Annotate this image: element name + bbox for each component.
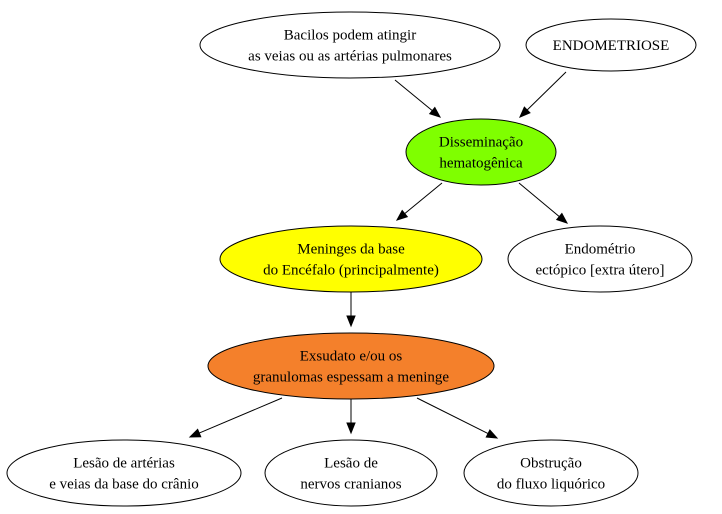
node-obstrucao: Obstrução do fluxo liquórico bbox=[463, 439, 639, 507]
edge-line bbox=[526, 71, 567, 111]
edge-exsudato-to-lesao-arterias bbox=[188, 397, 283, 438]
edge-exsudato-to-lesao-nervos bbox=[346, 399, 356, 435]
arrowhead-icon bbox=[485, 429, 499, 439]
node-bacilos: Bacilos podem atingir as veias ou as arté… bbox=[199, 11, 501, 79]
arrowhead-icon bbox=[428, 106, 442, 118]
node-label-line: e veias da base do crânio bbox=[49, 477, 199, 493]
nodes-layer: Bacilos podem atingir as veias ou as arté… bbox=[6, 11, 697, 507]
arrowhead-icon bbox=[188, 428, 202, 438]
node-label-line: do fluxo liquórico bbox=[497, 477, 605, 493]
node-ellipse bbox=[507, 225, 693, 293]
node-ellipse bbox=[6, 439, 242, 507]
node-label-line: granulomas espessam a meninge bbox=[253, 370, 450, 386]
node-label-line: Bacilos podem atingir bbox=[284, 28, 416, 44]
edge-disseminacao-to-endometrio bbox=[518, 182, 569, 224]
node-lesao-nervos: Lesão de nervos cranianos bbox=[264, 439, 438, 507]
node-ellipse bbox=[525, 18, 697, 72]
edges-layer bbox=[188, 71, 569, 439]
edge-line bbox=[394, 79, 433, 112]
arrowhead-icon bbox=[346, 315, 356, 328]
arrowhead-icon bbox=[555, 212, 569, 224]
edge-meninges-to-exsudato bbox=[346, 292, 356, 328]
node-endometriose: ENDOMETRIOSE bbox=[525, 18, 697, 72]
node-ellipse bbox=[207, 332, 495, 400]
node-ellipse bbox=[264, 439, 438, 507]
node-label-line: Exsudato e/ou os bbox=[300, 349, 403, 365]
arrowhead-icon bbox=[346, 422, 356, 435]
node-label-line: Endométrio bbox=[565, 242, 636, 258]
node-ellipse bbox=[463, 439, 639, 507]
edge-line bbox=[416, 397, 489, 434]
node-label-line: ENDOMETRIOSE bbox=[553, 38, 670, 54]
node-ellipse bbox=[405, 118, 557, 186]
node-label-line: ectópico [extra útero] bbox=[535, 263, 664, 279]
node-exsudato: Exsudato e/ou os granulomas espessam a me… bbox=[207, 332, 495, 400]
node-disseminacao: Disseminação hematogênica bbox=[405, 118, 557, 186]
node-label-line: Lesão de artérias bbox=[73, 456, 175, 472]
node-meninges: Meninges da base do Encéfalo (principalme… bbox=[219, 225, 483, 293]
edge-endometriose-to-disseminacao bbox=[519, 71, 567, 118]
edge-line bbox=[199, 397, 283, 434]
node-label-line: hematogênica bbox=[439, 156, 523, 172]
node-label-line: Disseminação bbox=[439, 135, 523, 151]
edge-bacilos-to-disseminacao bbox=[394, 79, 442, 118]
arrowhead-icon bbox=[519, 106, 531, 118]
node-label-line: Obstrução bbox=[520, 456, 582, 472]
node-label-line: as veias ou as artérias pulmonares bbox=[248, 49, 452, 65]
edge-disseminacao-to-meninges bbox=[395, 182, 443, 221]
node-label-line: do Encéfalo (principalmente) bbox=[263, 263, 439, 279]
node-endometrio: Endométrio ectópico [extra útero] bbox=[507, 225, 693, 293]
node-label-line: nervos cranianos bbox=[300, 477, 401, 493]
edge-line bbox=[404, 182, 443, 215]
node-label-line: Lesão de bbox=[324, 456, 378, 472]
edge-line bbox=[518, 182, 560, 217]
node-ellipse bbox=[219, 225, 483, 293]
node-ellipse bbox=[199, 11, 501, 79]
edge-exsudato-to-obstrucao bbox=[416, 397, 499, 439]
node-label-line: Meninges da base bbox=[297, 242, 405, 258]
arrowhead-icon bbox=[395, 209, 409, 221]
node-lesao-arterias: Lesão de artérias e veias da base do crân… bbox=[6, 439, 242, 507]
